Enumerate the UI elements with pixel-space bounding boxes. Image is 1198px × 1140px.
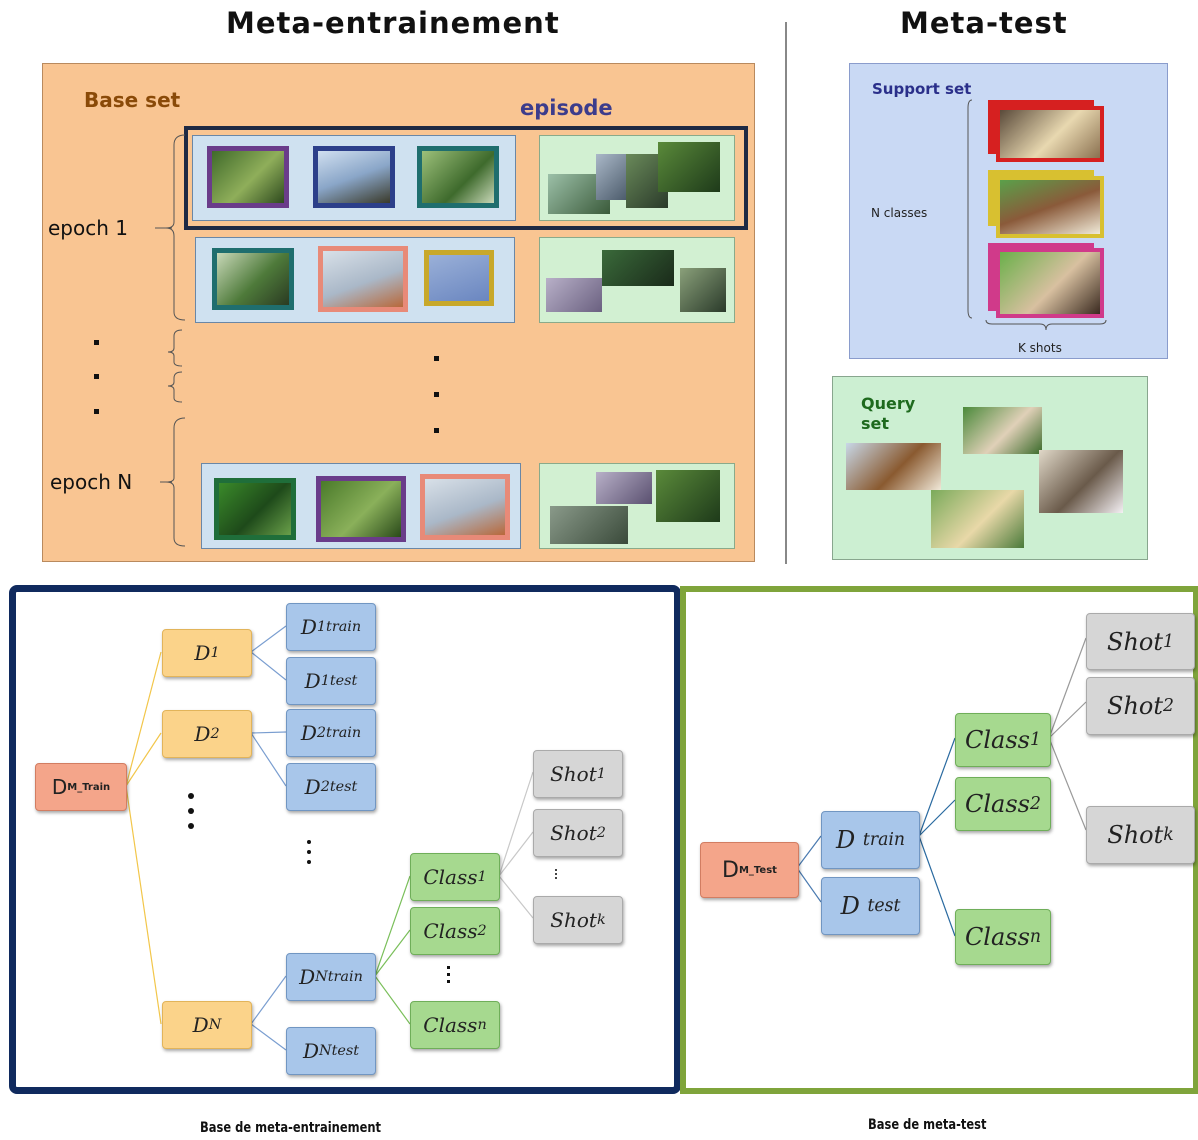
dog-thumb	[996, 106, 1104, 162]
dog-thumb	[931, 490, 1024, 548]
node-d-test: D test	[821, 877, 920, 935]
ellipsis-dot	[555, 869, 557, 871]
dog-thumb	[1039, 450, 1123, 513]
ellipsis-dot	[307, 850, 311, 854]
epoch1-query-row	[539, 237, 735, 323]
bird-thumb	[316, 476, 406, 542]
meta-train-title: Meta-entrainement	[226, 6, 560, 40]
n-classes-label: N classes	[871, 206, 928, 220]
ellipsis-dot	[188, 793, 194, 799]
bird-thumb	[550, 506, 628, 544]
bird-thumb	[658, 142, 720, 192]
ellipsis-dot	[307, 840, 311, 844]
support-set-title: Support set	[872, 80, 972, 98]
ellipsis-dot	[188, 823, 194, 829]
node-d-train: D train	[821, 811, 920, 869]
dog-thumb	[846, 443, 941, 490]
bird-thumb	[656, 470, 720, 522]
episode-frame	[184, 126, 748, 230]
epoch-1-label: epoch 1	[48, 216, 128, 240]
ellipsis-dot	[555, 877, 557, 879]
caption-meta-test: Base de meta-test	[868, 1117, 987, 1133]
ellipsis-dot	[447, 966, 450, 969]
epoch1-support-row	[195, 237, 515, 323]
ellipsis-dot	[555, 873, 557, 875]
bird-thumb	[596, 472, 652, 504]
bird-thumb	[313, 146, 395, 208]
episode-query-row	[539, 135, 735, 221]
query-set-title-line1: Query	[861, 394, 916, 413]
bird-thumb	[207, 146, 289, 208]
ellipsis-dot	[188, 808, 194, 814]
bird-thumb	[318, 246, 408, 312]
ellipsis-dot	[447, 980, 450, 983]
query-set-title-line2: set	[861, 414, 890, 433]
episode-label: episode	[520, 96, 613, 120]
dog-thumb	[963, 407, 1042, 454]
k-shots-label: K shots	[1018, 341, 1062, 355]
meta-test-title: Meta-test	[900, 6, 1068, 40]
section-divider	[785, 22, 787, 564]
bird-thumb	[417, 146, 499, 208]
epoch-n-label: epoch N	[50, 470, 133, 494]
bird-thumb	[420, 474, 510, 540]
bird-thumb	[546, 278, 602, 312]
bird-thumb	[212, 248, 294, 310]
bird-thumb	[424, 250, 494, 306]
bird-thumb	[602, 250, 674, 286]
episode-support-row	[192, 135, 516, 221]
bird-thumb	[680, 268, 726, 312]
base-set-label: Base set	[84, 88, 181, 112]
ellipsis-dot	[447, 973, 450, 976]
bird-thumb	[214, 478, 296, 540]
dog-thumb	[996, 248, 1104, 318]
dog-thumb	[996, 176, 1104, 238]
caption-meta-train: Base de meta-entrainement	[200, 1120, 382, 1136]
ellipsis-dot	[307, 860, 311, 864]
epochN-query-row	[539, 463, 735, 549]
epochN-support-row	[201, 463, 521, 549]
